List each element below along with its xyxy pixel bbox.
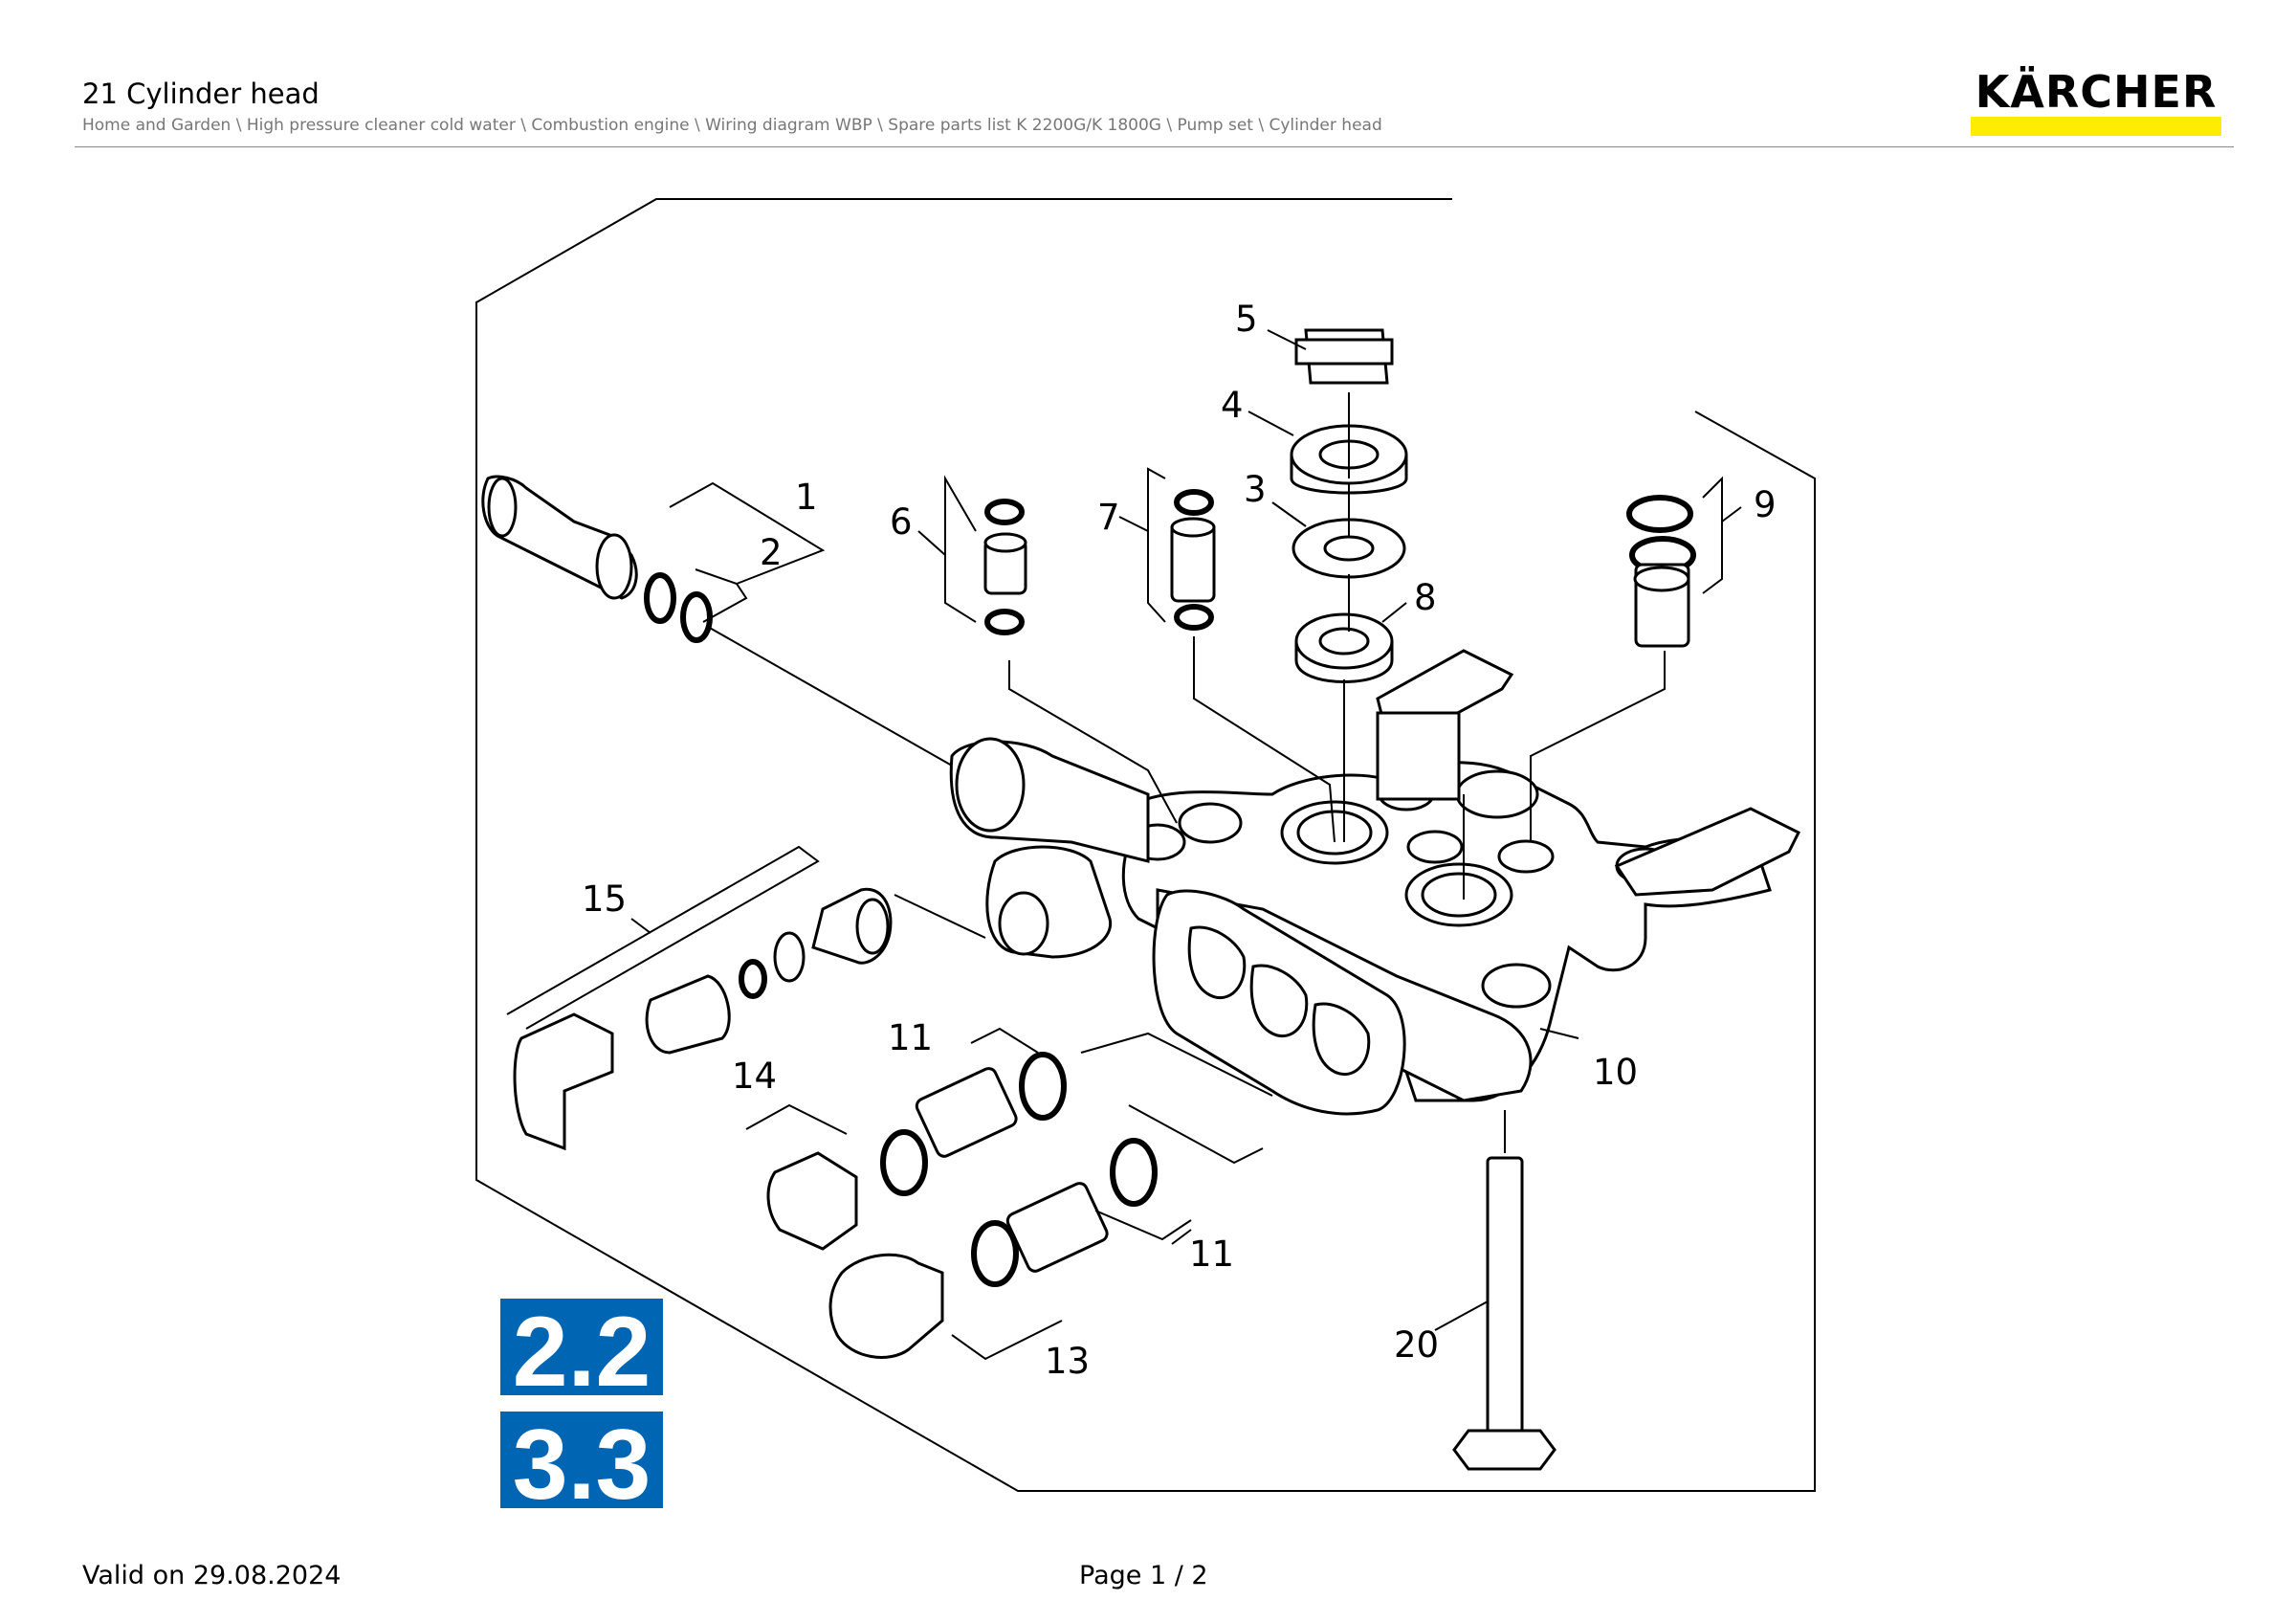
part-11-valve-upper [915, 1052, 1067, 1158]
logo-yellow-bar [1971, 117, 2221, 136]
callout-8: 8 [1414, 577, 1437, 618]
part-11-valve-lower [1005, 1138, 1158, 1273]
callout-3: 3 [1244, 469, 1267, 510]
badge-3-3-text: 3.3 [513, 1410, 651, 1521]
part-2-o-rings [644, 572, 713, 643]
callout-1: 1 [795, 477, 818, 518]
part-20-bolt [1452, 1156, 1556, 1471]
part-6-valve-insert [983, 499, 1027, 635]
part-8-seal [1294, 612, 1394, 683]
callout-2: 2 [760, 532, 783, 573]
footer-valid-date: Valid on 29.08.2024 [82, 1561, 342, 1590]
callout-15: 15 [582, 878, 627, 920]
logo-text: KÄRCHER [1975, 66, 2218, 118]
version-badges: 2.2 3.3 [500, 1297, 663, 1521]
callout-labels: 1 2 3 4 5 6 7 8 9 10 11 11 13 14 15 20 [582, 299, 1777, 1382]
callout-4: 4 [1221, 385, 1244, 426]
part-15-pressure-valve [513, 887, 893, 1151]
callout-13: 13 [1045, 1341, 1090, 1382]
callout-11-upper: 11 [888, 1017, 933, 1058]
callout-11-lower: 11 [1189, 1234, 1234, 1275]
part-13-plug [828, 1220, 1019, 1359]
breadcrumb: Home and Garden \ High pressure cleaner … [82, 116, 1382, 135]
leader-lines [506, 392, 1723, 1361]
callout-5: 5 [1235, 299, 1258, 340]
callout-10: 10 [1593, 1052, 1638, 1093]
diagram-frame [475, 198, 1816, 1492]
callout-9: 9 [1754, 484, 1777, 525]
part-14-o-ring-nut [766, 1129, 928, 1251]
badge-2-2-text: 2.2 [513, 1297, 651, 1408]
page-title: 21 Cylinder head [82, 78, 320, 110]
part-9-valve [1626, 495, 1696, 648]
header-divider [75, 146, 2234, 147]
karcher-logo: KÄRCHER [1971, 69, 2221, 136]
callout-14: 14 [732, 1056, 777, 1097]
badge-2-2 [500, 1299, 663, 1395]
callout-7: 7 [1097, 497, 1120, 538]
callout-pointers [630, 329, 1742, 1331]
part-1-connector [481, 475, 638, 600]
part-7-valve-insert [1170, 489, 1216, 631]
badge-3-3 [500, 1412, 663, 1508]
cylinder-head-body [949, 649, 1801, 1116]
footer-page-number: Page 1 / 2 [1079, 1561, 1208, 1590]
part-5-retainer [1294, 328, 1394, 385]
callout-6: 6 [890, 501, 913, 543]
callout-20: 20 [1394, 1324, 1439, 1366]
